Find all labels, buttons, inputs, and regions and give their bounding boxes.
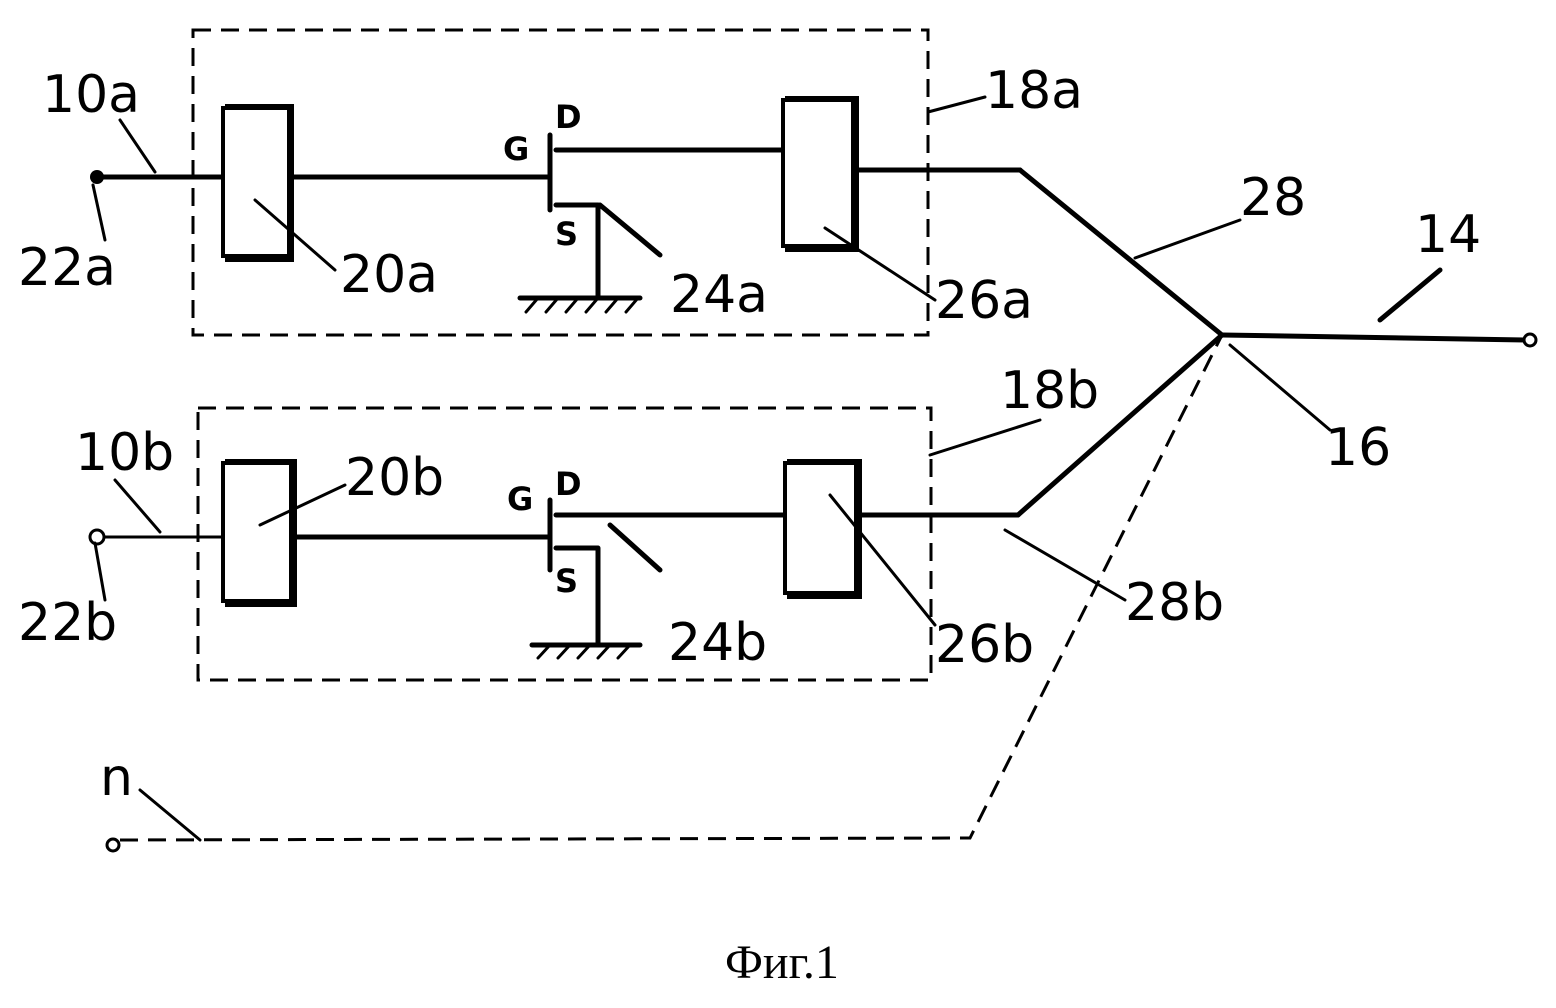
leader-18a <box>928 97 985 112</box>
leader-24a <box>600 205 660 255</box>
label-28: 28 <box>1240 168 1306 228</box>
block-26b <box>785 463 856 593</box>
output-terminal <box>1524 334 1536 346</box>
label-20a: 20a <box>340 245 438 305</box>
label-26b: 26b <box>935 615 1034 675</box>
leader-18b <box>930 420 1040 455</box>
leader-14 <box>1380 270 1440 320</box>
leader-22b <box>95 543 105 600</box>
label-10b: 10b <box>75 423 174 483</box>
pin-d-24b: D <box>555 465 582 503</box>
label-10a: 10a <box>42 65 140 125</box>
label-14: 14 <box>1415 205 1481 265</box>
leader-16 <box>1230 345 1330 430</box>
block-20b <box>223 463 291 601</box>
block-26a <box>783 100 853 246</box>
leader-28 <box>1135 220 1240 258</box>
leader-n <box>140 790 200 840</box>
label-26a: 26a <box>935 271 1033 331</box>
label-22b: 22b <box>18 593 117 653</box>
input-terminal-n <box>107 839 119 851</box>
leader-24b <box>610 525 660 570</box>
block-20a <box>223 108 289 256</box>
pin-s-24b: S <box>555 562 578 600</box>
leader-22a <box>93 185 105 240</box>
label-22a: 22a <box>18 238 116 298</box>
leader-10a <box>120 120 155 172</box>
input-terminal-22b <box>90 530 104 544</box>
combiner-line-28 <box>1020 170 1222 335</box>
pin-g-24a: G <box>503 130 529 168</box>
output-line-14 <box>1222 335 1525 340</box>
label-28b: 28b <box>1125 573 1224 633</box>
pin-g-24b: G <box>507 480 533 518</box>
leader-26a <box>825 228 935 300</box>
label-18a: 18a <box>985 61 1083 121</box>
label-24b: 24b <box>668 613 767 673</box>
pin-s-24a: S <box>555 215 578 253</box>
figure-caption: Фиг.1 <box>725 936 839 989</box>
label-18b: 18b <box>1000 361 1099 421</box>
label-20b: 20b <box>345 448 444 508</box>
label-n: n <box>100 748 133 808</box>
leader-10b <box>115 480 160 532</box>
pin-d-24a: D <box>555 98 582 136</box>
label-16: 16 <box>1325 418 1391 478</box>
label-24a: 24a <box>670 265 768 325</box>
